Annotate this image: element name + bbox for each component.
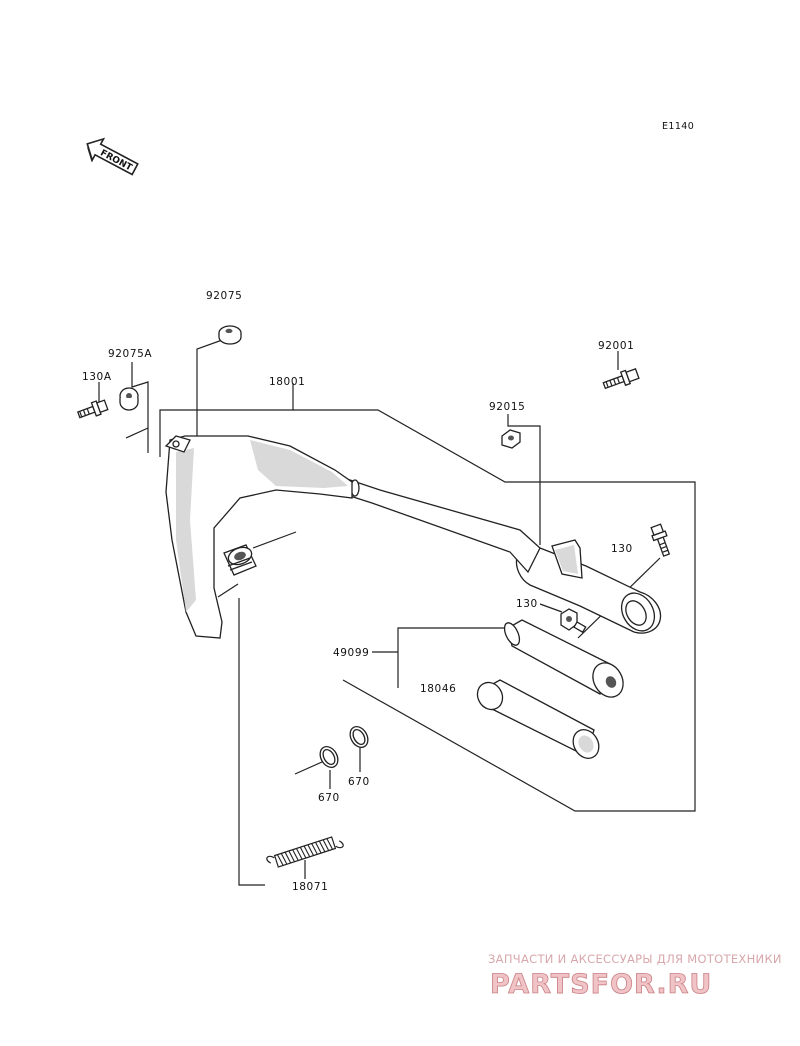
watermark: ЗАПЧАСТИ И АКСЕССУАРЫ ДЛЯ МОТОТЕХНИКИ PA… bbox=[488, 952, 782, 1000]
label-92075: 92075 bbox=[206, 290, 242, 302]
o-ring-670-right bbox=[349, 726, 369, 748]
label-49099: 49099 bbox=[333, 647, 369, 659]
watermark-brand: PARTSFOR.RU bbox=[490, 969, 712, 1000]
label-670-left: 670 bbox=[318, 792, 340, 804]
label-92001: 92001 bbox=[598, 340, 634, 352]
bolt-130A bbox=[76, 399, 109, 419]
grommet-92075A bbox=[119, 387, 139, 411]
label-130-upper: 130 bbox=[611, 543, 633, 555]
label-130-lower: 130 bbox=[516, 598, 538, 610]
diagram-code: E1140 bbox=[662, 121, 694, 132]
label-130A: 130A bbox=[82, 371, 112, 383]
spring-18071 bbox=[266, 836, 344, 868]
leader-lines bbox=[98, 338, 696, 886]
front-arrow-icon: FRONT bbox=[86, 137, 139, 176]
label-18046: 18046 bbox=[420, 683, 456, 695]
spark-arrester-49099 bbox=[503, 619, 624, 698]
label-18071: 18071 bbox=[292, 881, 328, 893]
bolt-130-upper bbox=[650, 523, 671, 557]
watermark-tagline: ЗАПЧАСТИ И АКСЕССУАРЫ ДЛЯ МОТОТЕХНИКИ bbox=[488, 952, 782, 966]
muffler-assembly-18001 bbox=[164, 435, 662, 639]
label-18001: 18001 bbox=[269, 376, 305, 388]
bolt-92001 bbox=[602, 368, 640, 390]
part-labels: 92075 92075A 130A 18001 92001 92015 130 … bbox=[82, 290, 634, 893]
silencer-packing-18046 bbox=[476, 679, 600, 759]
nut-92015 bbox=[501, 429, 521, 449]
bolt-130-lower bbox=[560, 608, 587, 634]
o-ring-670-left bbox=[319, 746, 339, 768]
label-92075A: 92075A bbox=[108, 348, 152, 360]
label-92015: 92015 bbox=[489, 401, 525, 413]
grommet-92075 bbox=[218, 325, 242, 345]
label-670-right: 670 bbox=[348, 776, 370, 788]
